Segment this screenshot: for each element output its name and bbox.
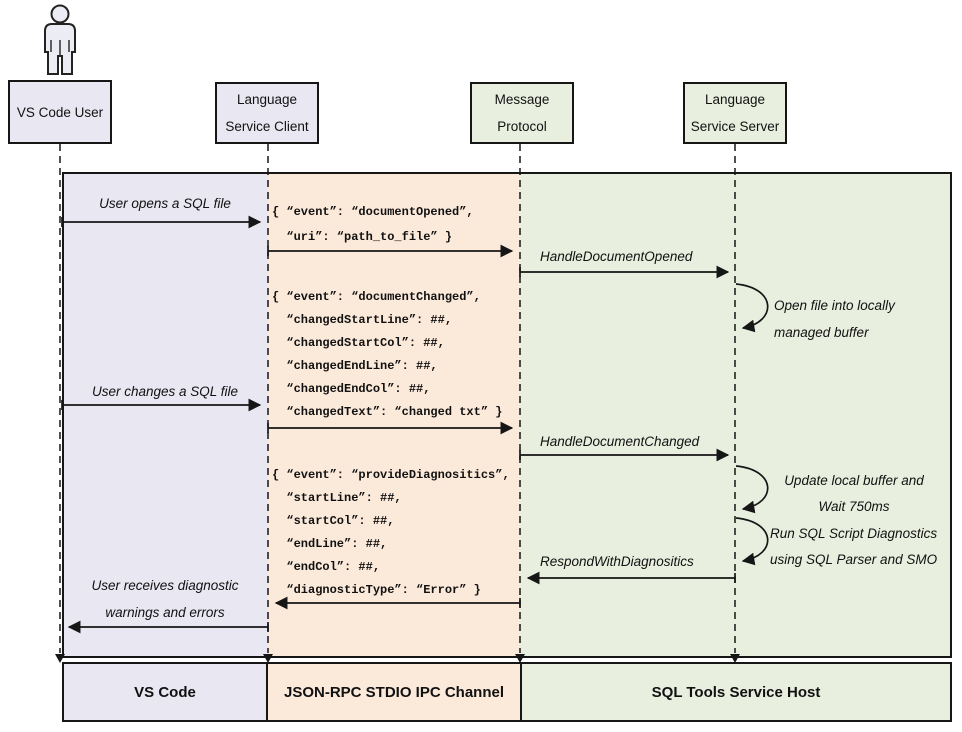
band-ipc-channel — [268, 174, 520, 656]
actor-label-line: Service Client — [225, 119, 309, 134]
actor-label-line: Language — [236, 92, 298, 107]
json-line: “uri”: “path_to_file” } — [272, 230, 453, 244]
label-user-opens-sql-file: User opens a SQL file — [99, 196, 231, 211]
json-line: “changedEndLine”: ##, — [272, 359, 438, 373]
self-loop-update-buffer — [735, 465, 769, 514]
json-line: “endLine”: ##, — [272, 537, 388, 551]
label-handle-document-changed: HandleDocumentChanged — [540, 434, 700, 449]
json-line: “changedStartCol”: ##, — [272, 336, 445, 350]
actor-box-vscode-user: VS Code User — [8, 80, 112, 144]
actor-box-message-protocol: Message Protocol — [470, 82, 574, 144]
footer-box-vscode: VS Code — [62, 662, 268, 722]
json-line: “changedStartLine”: ##, — [272, 313, 453, 327]
self-loop-run-diagnostics — [735, 517, 769, 566]
json-line: { “event”: “provideDiagnositics”, — [272, 468, 510, 482]
json-message-provide-diagnostics: { “event”: “provideDiagnositics”, “start… — [272, 464, 510, 602]
note-run-sql-diagnostics: Run SQL Script Diagnostics using SQL Par… — [770, 521, 937, 573]
json-message-document-opened: { “event”: “documentOpened”, “uri”: “pat… — [272, 200, 474, 250]
note-update-buffer-wait: Update local buffer and Wait 750ms — [770, 468, 938, 520]
json-line: { “event”: “documentOpened”, — [272, 205, 474, 219]
note-line: using SQL Parser and SMO — [770, 552, 938, 567]
footer-label: JSON-RPC STDIO IPC Channel — [283, 683, 505, 701]
note-open-file-buffer: Open file into locally managed buffer — [774, 292, 895, 346]
note-line: User receives diagnostic — [91, 578, 239, 593]
note-line: Open file into locally — [774, 298, 895, 313]
json-line: “startCol”: ##, — [272, 514, 395, 528]
footer-label: VS Code — [134, 683, 196, 701]
actor-label-line: Language — [704, 92, 766, 107]
json-message-document-changed: { “event”: “documentChanged”, “changedSt… — [272, 286, 502, 424]
json-line: “diagnosticType”: “Error” } — [272, 583, 481, 597]
footer-box-sql-tools-host: SQL Tools Service Host — [520, 662, 952, 722]
actor-label-line: Protocol — [497, 119, 547, 134]
json-line: “changedText”: “changed txt” } — [272, 405, 503, 419]
lifeline-end-arrow-user — [55, 654, 65, 663]
actor-box-service-client: Language Service Client — [215, 82, 319, 144]
note-line: warnings and errors — [105, 605, 225, 620]
json-line: “endCol”: ##, — [272, 560, 381, 574]
footer-box-jsonrpc-channel: JSON-RPC STDIO IPC Channel — [266, 662, 522, 722]
json-line: { “event”: “documentChanged”, — [272, 290, 481, 304]
lifeline-end-arrow-server — [730, 654, 740, 663]
note-line: Update local buffer and — [784, 473, 924, 488]
arrow-start-ticks — [61, 217, 736, 632]
actor-label: VS Code User — [16, 104, 104, 120]
note-line: Run SQL Script Diagnostics — [770, 526, 938, 541]
note-user-receives-warnings: User receives diagnostic warnings and er… — [62, 572, 268, 626]
lifeline-end-arrow-client — [263, 654, 273, 663]
band-vscode — [64, 174, 268, 656]
json-line: “startLine”: ##, — [272, 491, 402, 505]
lifeline-end-arrow-protocol — [515, 654, 525, 663]
actor-box-service-server: Language Service Server — [683, 82, 787, 144]
json-line: “changedEndCol”: ##, — [272, 382, 431, 396]
note-line: managed buffer — [774, 325, 869, 340]
note-line: Wait 750ms — [818, 499, 890, 514]
footer-label: SQL Tools Service Host — [651, 683, 821, 701]
actor-label-line: Message — [494, 92, 550, 107]
label-handle-document-opened: HandleDocumentOpened — [540, 249, 693, 264]
label-respond-with-diagnostics: RespondWithDiagnositics — [540, 554, 694, 569]
self-loop-open-file — [735, 283, 769, 333]
user-actor-icon — [44, 4, 76, 75]
label-user-changes-sql-file: User changes a SQL file — [91, 384, 239, 399]
actor-label-line: Service Server — [690, 119, 780, 134]
